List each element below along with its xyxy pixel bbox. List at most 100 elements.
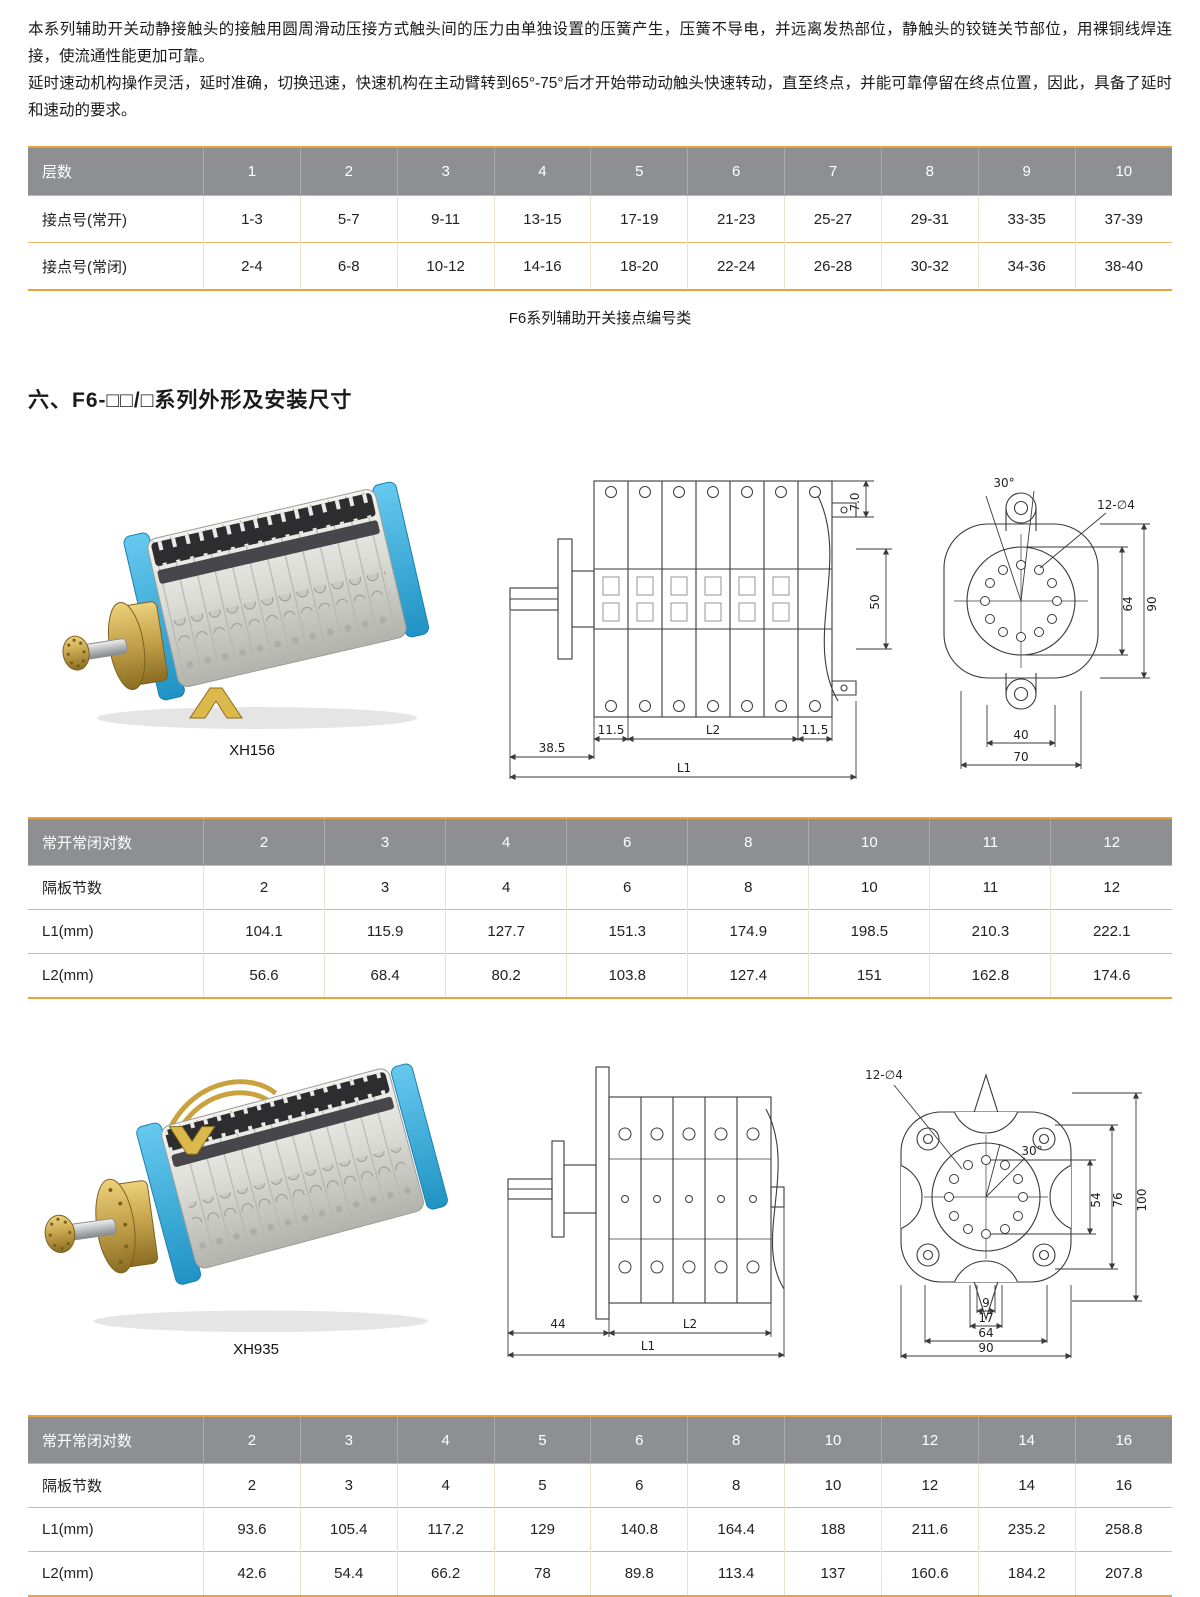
product-photo-xh156	[62, 481, 430, 729]
value-cell: 56.6	[203, 953, 326, 998]
value-cell: 11	[929, 865, 1052, 910]
terminal-screws	[605, 486, 821, 712]
mounting-ears	[1005, 492, 1037, 710]
dim-90: 90	[978, 1341, 993, 1355]
header-value-cell: 2	[300, 147, 398, 196]
dim-angle: 30°	[1021, 1144, 1042, 1158]
mounting-bracket	[168, 1126, 216, 1155]
header-value-cell: 9	[978, 147, 1076, 196]
dim-holes: 12-∅4	[1097, 498, 1135, 512]
row-label-cell: 隔板节数	[28, 865, 204, 910]
dimension-lines	[507, 1199, 785, 1359]
header-value-cell: 6	[566, 818, 689, 866]
value-cell: 127.7	[445, 909, 568, 954]
header-value-cell: 8	[687, 818, 810, 866]
value-cell: 164.4	[687, 1507, 786, 1552]
header-value-cell: 10	[808, 818, 931, 866]
terminal-screws	[618, 1127, 760, 1274]
dim-38-5: 38.5	[539, 741, 566, 755]
value-cell: 66.2	[397, 1551, 495, 1596]
intro-paragraph-1: 本系列辅助开关动静接触头的接触用圆周滑动压接方式触头间的压力由单独设置的压簧产生…	[28, 21, 1172, 65]
value-cell: 5-7	[300, 195, 398, 243]
value-cell: 3	[300, 1463, 398, 1508]
value-cell: 21-23	[687, 195, 786, 243]
value-cell: 33-35	[978, 195, 1076, 243]
dim-54: 54	[1089, 1192, 1103, 1207]
contact-number-tags	[602, 576, 790, 622]
value-cell: 26-28	[784, 242, 882, 290]
header-value-cell: 10	[784, 1416, 882, 1464]
angle-callout	[985, 1143, 1026, 1198]
value-cell: 210.3	[929, 909, 1052, 954]
value-cell: 117.2	[397, 1507, 495, 1552]
value-cell: 1-3	[203, 195, 301, 243]
header-value-cell: 2	[203, 818, 326, 866]
shaft-outline	[509, 538, 595, 660]
value-cell: 104.1	[203, 909, 326, 954]
dim-l2: L2	[683, 1317, 697, 1331]
header-value-cell: 4	[397, 1416, 495, 1464]
switch-body	[123, 481, 430, 701]
value-cell: 103.8	[566, 953, 689, 998]
figure-row-2: XH935	[28, 1039, 1172, 1379]
angle-callout	[985, 490, 1035, 602]
dim-64: 64	[1121, 596, 1135, 611]
row-label-cell: 隔板节数	[28, 1463, 204, 1508]
value-cell: 78	[494, 1551, 592, 1596]
dim-7-0: 7.0	[848, 492, 862, 511]
switch-stack-outline	[595, 1066, 785, 1320]
bolt-holes	[980, 560, 1062, 642]
vertical-dims	[991, 1092, 1142, 1302]
header-value-cell: 4	[445, 818, 568, 866]
value-cell: 16	[1075, 1463, 1172, 1508]
value-cell: 93.6	[203, 1507, 301, 1552]
dim-17: 17	[978, 1311, 993, 1325]
header-value-cell: 3	[300, 1416, 398, 1464]
photo-shadow	[97, 707, 417, 729]
dim-angle: 30°	[993, 476, 1014, 490]
shaft-outline	[507, 1140, 597, 1238]
value-cell: 2	[203, 865, 326, 910]
blue-end-plate-right	[390, 1063, 448, 1210]
value-cell: 151	[808, 953, 931, 998]
section-heading: 六、F6-□□/□系列外形及安装尺寸	[28, 389, 353, 412]
value-cell: 6	[566, 865, 689, 910]
value-cell: 140.8	[590, 1507, 689, 1552]
value-cell: 174.9	[687, 909, 810, 954]
header-value-cell: 7	[784, 147, 882, 196]
shaft-end-disc	[44, 1214, 76, 1253]
header-label-cell: 常开常闭对数	[28, 1416, 204, 1464]
contact-row	[172, 571, 390, 642]
value-cell: 38-40	[1075, 242, 1172, 290]
value-cell: 25-27	[784, 195, 882, 243]
row-label-cell: L2(mm)	[28, 1551, 204, 1596]
row-label-cell: 接点号(常闭)	[28, 242, 204, 290]
side-view-drawing-xh156: 7.0 50 11.5 L2 11.5 38.5 L1	[509, 480, 892, 781]
value-cell: 4	[445, 865, 568, 910]
photo-label-xh156: XH156	[229, 742, 275, 759]
value-cell: 127.4	[687, 953, 810, 998]
vertical-dims	[1026, 523, 1150, 679]
value-cell: 105.4	[300, 1507, 398, 1552]
value-cell: 4	[397, 1463, 495, 1508]
header-value-cell: 3	[324, 818, 447, 866]
value-cell: 160.6	[881, 1551, 979, 1596]
dim-100: 100	[1135, 1189, 1149, 1212]
value-cell: 17-19	[590, 195, 689, 243]
header-label-cell: 层数	[28, 147, 204, 196]
value-cell: 5	[494, 1463, 592, 1508]
value-cell: 162.8	[929, 953, 1052, 998]
value-cell: 129	[494, 1507, 592, 1552]
value-cell: 188	[784, 1507, 882, 1552]
value-cell: 54.4	[300, 1551, 398, 1596]
value-cell: 42.6	[203, 1551, 301, 1596]
dim-64: 64	[978, 1326, 993, 1340]
